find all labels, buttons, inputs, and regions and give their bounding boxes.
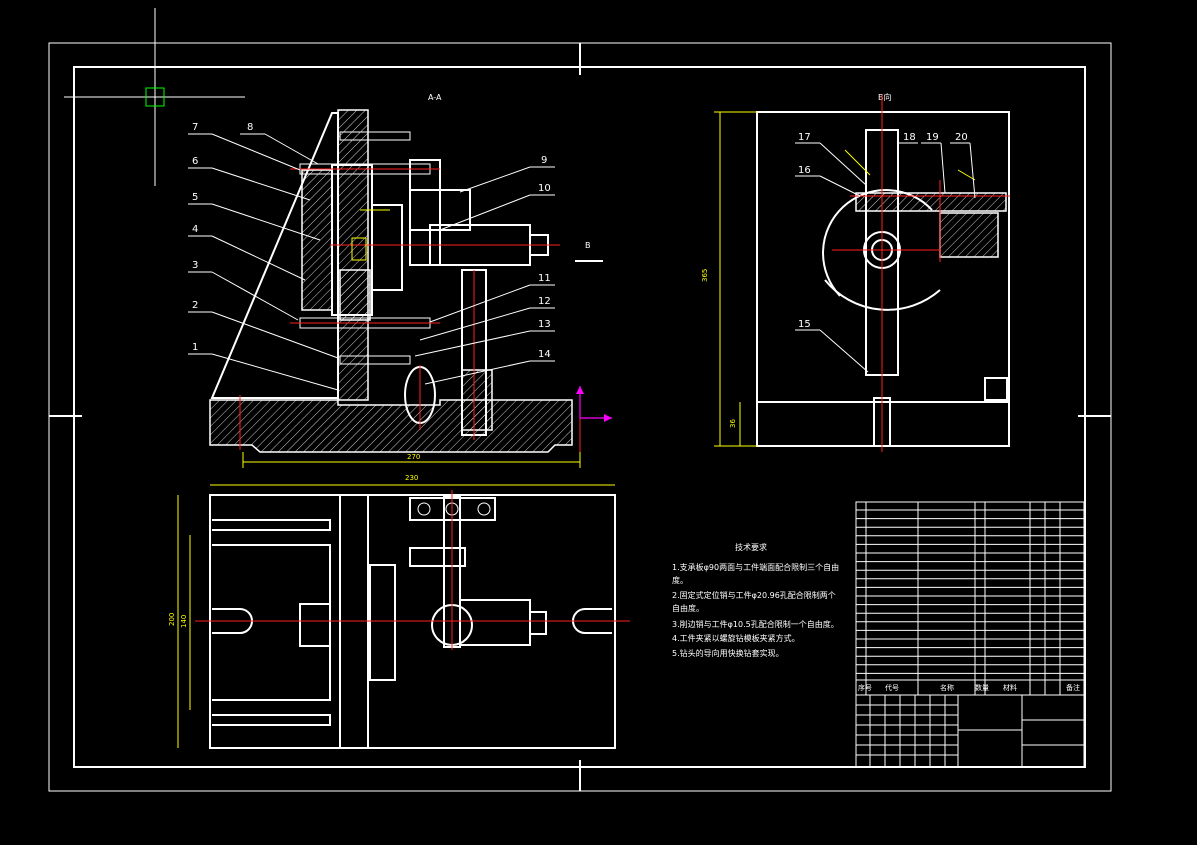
part-label: 15: [798, 319, 811, 330]
dim-plan-height: 200: [168, 613, 176, 626]
title-block-header: 代号: [885, 683, 899, 692]
section-aa-title: A-A: [428, 93, 442, 102]
part-label: 2: [192, 300, 198, 311]
plan-view: 230 200 140: [168, 474, 630, 749]
part-labels-left: 7 8 6 5 4 3 2 1 9 10 11 12 13 14: [188, 122, 555, 391]
dim-plan-inner-height: 140: [180, 615, 188, 628]
part-label: 12: [538, 296, 551, 307]
part-label: 18: [903, 132, 916, 143]
part-label: 17: [798, 132, 811, 143]
parts-list-and-title-block: 序号 代号 名称 数量 材料 备注: [855, 501, 1085, 768]
section-marker-b: B: [585, 241, 591, 250]
view-b-title: B向: [878, 92, 892, 102]
tech-req-line: 5.钻头的导向用快换钻套实现。: [672, 648, 784, 658]
cad-cursor[interactable]: [64, 8, 245, 186]
sheet-frame: [48, 42, 1112, 792]
part-label: 6: [192, 156, 198, 167]
tech-req-line: 1.支承板φ90两面与工件端面配合限制三个自由: [672, 562, 839, 572]
technical-requirements: 技术要求 1.支承板φ90两面与工件端面配合限制三个自由 度。 2.固定式定位销…: [672, 542, 839, 658]
dim-plan-width: 230: [405, 474, 418, 482]
view-b: B向 365 36: [701, 92, 1010, 452]
tech-req-title: 技术要求: [735, 542, 767, 552]
part-label: 10: [538, 183, 551, 194]
part-label: 4: [192, 224, 198, 235]
tech-req-line: 4.工件夹紧以螺旋钻模板夹紧方式。: [672, 633, 800, 643]
part-label: 3: [192, 260, 198, 271]
title-block-header: 名称: [940, 683, 954, 692]
tech-req-line: 2.固定式定位销与工件φ20.96孔配合限制两个: [672, 590, 836, 600]
tech-req-line: 自由度。: [672, 603, 704, 613]
part-label: 13: [538, 319, 551, 330]
part-label: 5: [192, 192, 198, 203]
title-block-header: 序号: [858, 683, 872, 692]
part-label: 7: [192, 122, 198, 133]
part-label: 16: [798, 165, 811, 176]
dim-front-width: 270: [407, 453, 420, 461]
tech-req-line: 3.削边销与工件φ10.5孔配合限制一个自由度。: [672, 619, 839, 629]
dim-side-base: 36: [729, 419, 737, 428]
title-block-header: 数量: [975, 683, 989, 692]
bom-rows: [856, 509, 1084, 674]
section-aa-view: A-A: [209, 93, 612, 468]
part-labels-right: 17 18 19 20 16 15: [795, 132, 976, 373]
part-label: 20: [955, 132, 968, 143]
part-label: 1: [192, 342, 198, 353]
dim-side-height: 365: [701, 269, 709, 282]
part-label: 19: [926, 132, 939, 143]
tech-req-line: 度。: [672, 575, 688, 585]
part-label: 8: [247, 122, 253, 133]
title-block-header: 材料: [1003, 683, 1017, 692]
title-block-grid: [856, 695, 958, 767]
part-label: 11: [538, 273, 551, 284]
part-label: 9: [541, 155, 547, 166]
part-label: 14: [538, 349, 551, 360]
title-block-header: 备注: [1066, 683, 1080, 692]
